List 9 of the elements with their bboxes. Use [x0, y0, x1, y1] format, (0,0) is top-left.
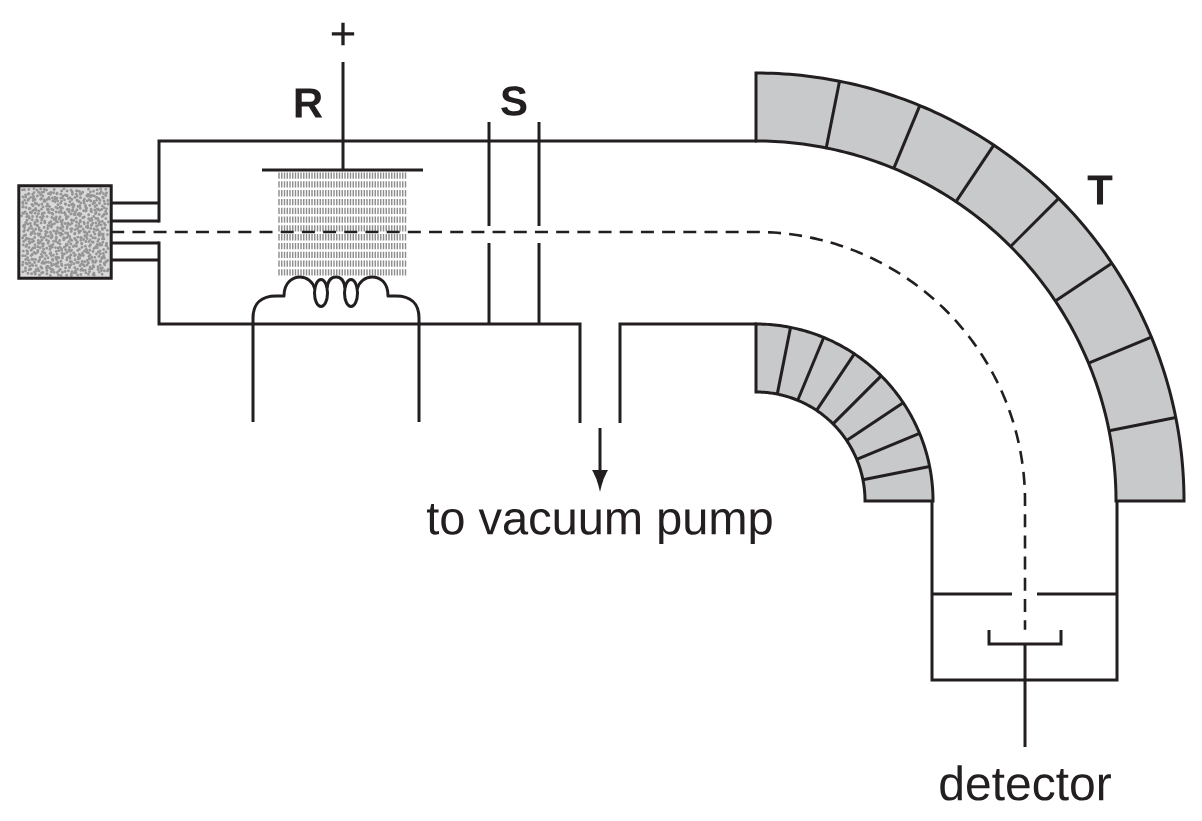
- detector-label: detector: [940, 765, 1111, 801]
- pump-label: to vacuum pump: [427, 503, 772, 545]
- part-letter: S: [501, 86, 527, 116]
- plus-sign: +: [331, 22, 355, 46]
- detector-cup: [987, 630, 1063, 747]
- ion-path: [111, 230, 1027, 630]
- part-letter: R: [295, 88, 323, 118]
- part-letter: T: [1087, 175, 1113, 205]
- sample-container: [17, 184, 113, 280]
